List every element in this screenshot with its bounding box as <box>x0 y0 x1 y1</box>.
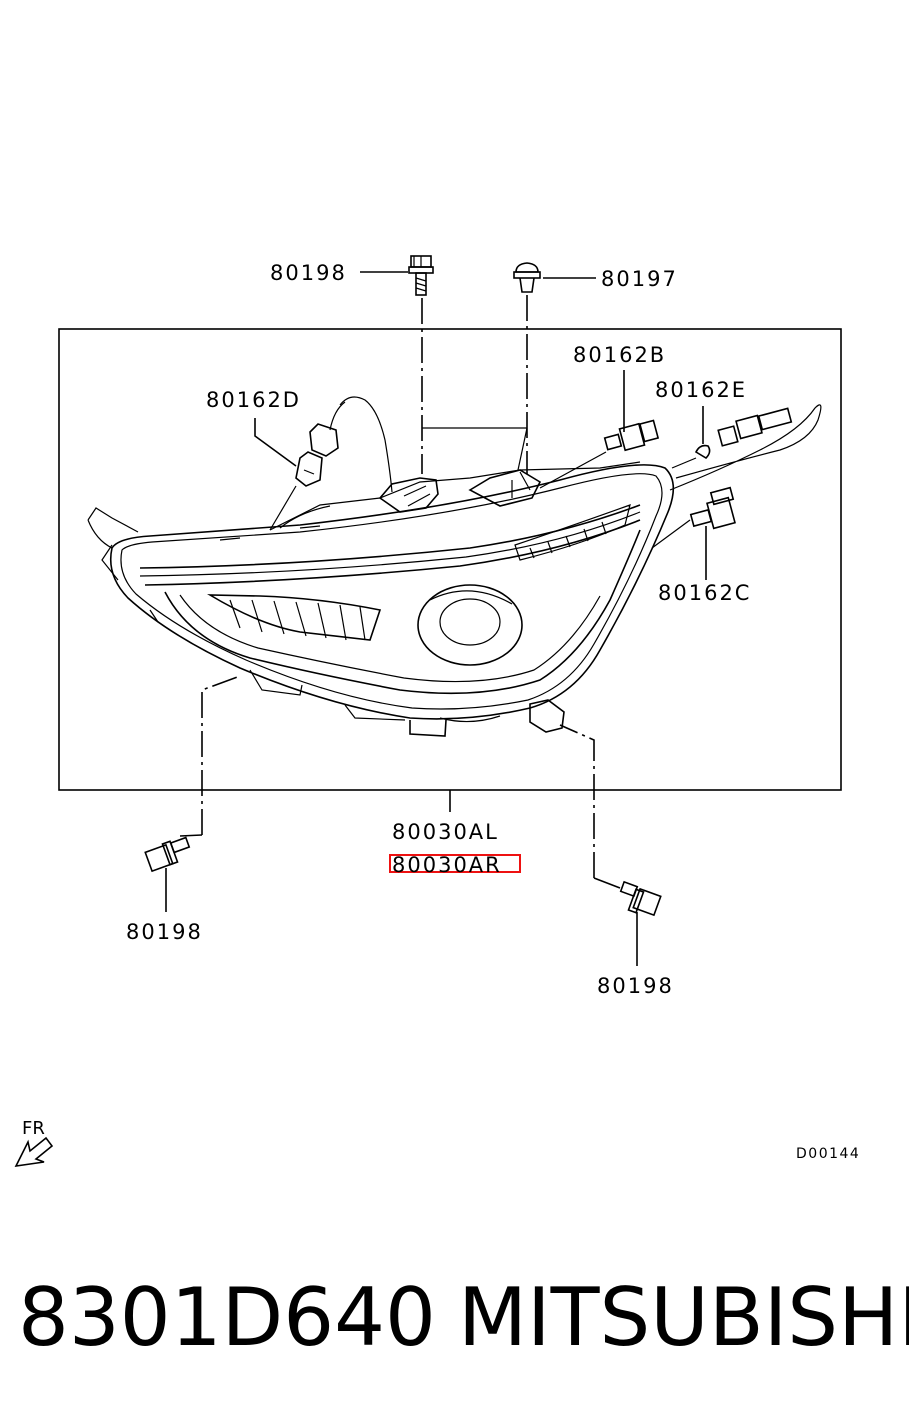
label-bolt-top: 80198 <box>270 261 347 285</box>
label-socket-d: 80162D <box>206 388 301 412</box>
bolt-bottom-right-icon <box>619 880 662 917</box>
label-direction: FR <box>22 1118 45 1139</box>
part-number: 8301D640 <box>18 1271 436 1364</box>
label-assembly-left: 80030AL <box>392 820 499 844</box>
socket-d-icon <box>295 423 339 487</box>
headlamp-assembly-drawing <box>87 396 822 737</box>
clip-top-icon <box>513 262 541 293</box>
label-clip-top: 80197 <box>601 267 678 291</box>
bolt-bottom-left-icon <box>144 836 191 873</box>
label-bolt-bottom-left: 80198 <box>126 920 203 944</box>
socket-b-icon <box>603 419 660 452</box>
brand-name: MITSUBISHI <box>458 1271 909 1364</box>
socket-e-icon <box>694 407 793 460</box>
label-assembly-right[interactable]: 80030AR <box>392 853 502 877</box>
front-direction-arrow-icon <box>14 1136 54 1168</box>
label-socket-b: 80162B <box>573 343 666 367</box>
label-socket-c: 80162C <box>658 581 751 605</box>
highlight-box-assembly-right <box>389 854 521 873</box>
leader-lines <box>165 271 707 966</box>
label-diagram-code: D00144 <box>796 1146 860 1162</box>
label-bolt-bottom-right: 80198 <box>597 974 674 998</box>
label-socket-e: 80162E <box>655 378 747 402</box>
socket-c-icon <box>689 486 736 530</box>
bolt-top-icon <box>408 255 434 296</box>
